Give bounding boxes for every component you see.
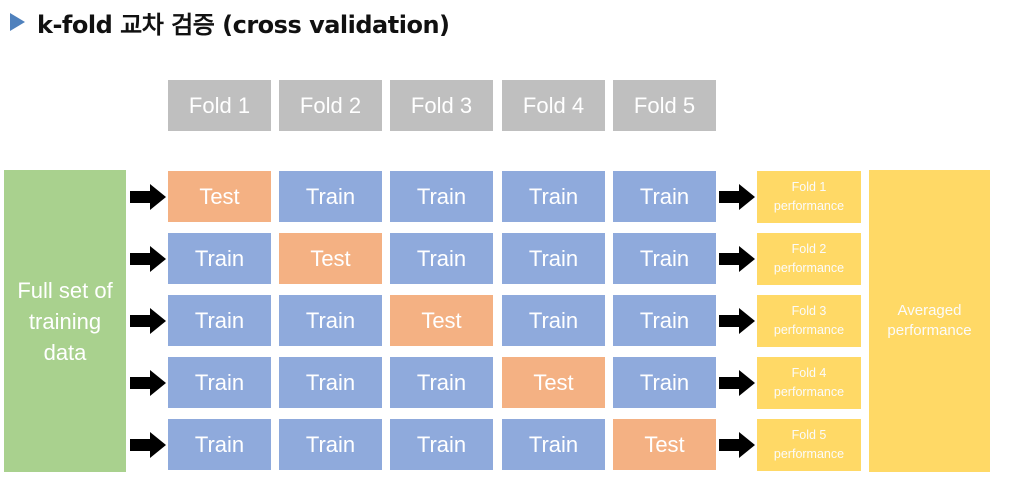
input-arrow-icon bbox=[130, 308, 166, 334]
train-cell: Train bbox=[390, 233, 493, 284]
full-training-set-box: Full set of training data bbox=[4, 170, 126, 472]
test-cell: Test bbox=[279, 233, 382, 284]
title-triangle-icon bbox=[10, 13, 25, 31]
train-cell: Train bbox=[279, 171, 382, 222]
test-cell: Test bbox=[502, 357, 605, 408]
train-cell: Train bbox=[502, 419, 605, 470]
output-arrow-icon bbox=[719, 184, 755, 210]
output-arrow-icon bbox=[719, 370, 755, 396]
train-cell: Train bbox=[390, 357, 493, 408]
train-cell: Train bbox=[613, 233, 716, 284]
train-cell: Train bbox=[613, 171, 716, 222]
fold-header-5: Fold 5 bbox=[613, 80, 716, 131]
train-cell: Train bbox=[502, 295, 605, 346]
input-arrow-icon bbox=[130, 184, 166, 210]
train-cell: Train bbox=[390, 419, 493, 470]
train-cell: Train bbox=[279, 357, 382, 408]
train-cell: Train bbox=[502, 171, 605, 222]
fold-header-1: Fold 1 bbox=[168, 80, 271, 131]
train-cell: Train bbox=[613, 357, 716, 408]
train-cell: Train bbox=[168, 233, 271, 284]
title-text: k-fold 교차 검증 (cross validation) bbox=[37, 10, 450, 39]
test-cell: Test bbox=[613, 419, 716, 470]
fold-performance-box: Fold 4 performance bbox=[757, 357, 861, 409]
train-cell: Train bbox=[502, 233, 605, 284]
train-cell: Train bbox=[390, 171, 493, 222]
train-cell: Train bbox=[168, 295, 271, 346]
input-arrow-icon bbox=[130, 246, 166, 272]
slide-title: k-fold 교차 검증 (cross validation) bbox=[10, 4, 450, 40]
fold-performance-box: Fold 2 performance bbox=[757, 233, 861, 285]
test-cell: Test bbox=[390, 295, 493, 346]
output-arrow-icon bbox=[719, 246, 755, 272]
fold-header-3: Fold 3 bbox=[390, 80, 493, 131]
fold-header-2: Fold 2 bbox=[279, 80, 382, 131]
fold-performance-box: Fold 3 performance bbox=[757, 295, 861, 347]
train-cell: Train bbox=[168, 357, 271, 408]
input-arrow-icon bbox=[130, 370, 166, 396]
test-cell: Test bbox=[168, 171, 271, 222]
train-cell: Train bbox=[613, 295, 716, 346]
train-cell: Train bbox=[168, 419, 271, 470]
input-arrow-icon bbox=[130, 432, 166, 458]
averaged-performance-box: Averaged performance bbox=[869, 170, 990, 472]
train-cell: Train bbox=[279, 295, 382, 346]
fold-performance-box: Fold 5 performance bbox=[757, 419, 861, 471]
fold-performance-box: Fold 1 performance bbox=[757, 171, 861, 223]
fold-header-4: Fold 4 bbox=[502, 80, 605, 131]
train-cell: Train bbox=[279, 419, 382, 470]
output-arrow-icon bbox=[719, 432, 755, 458]
output-arrow-icon bbox=[719, 308, 755, 334]
